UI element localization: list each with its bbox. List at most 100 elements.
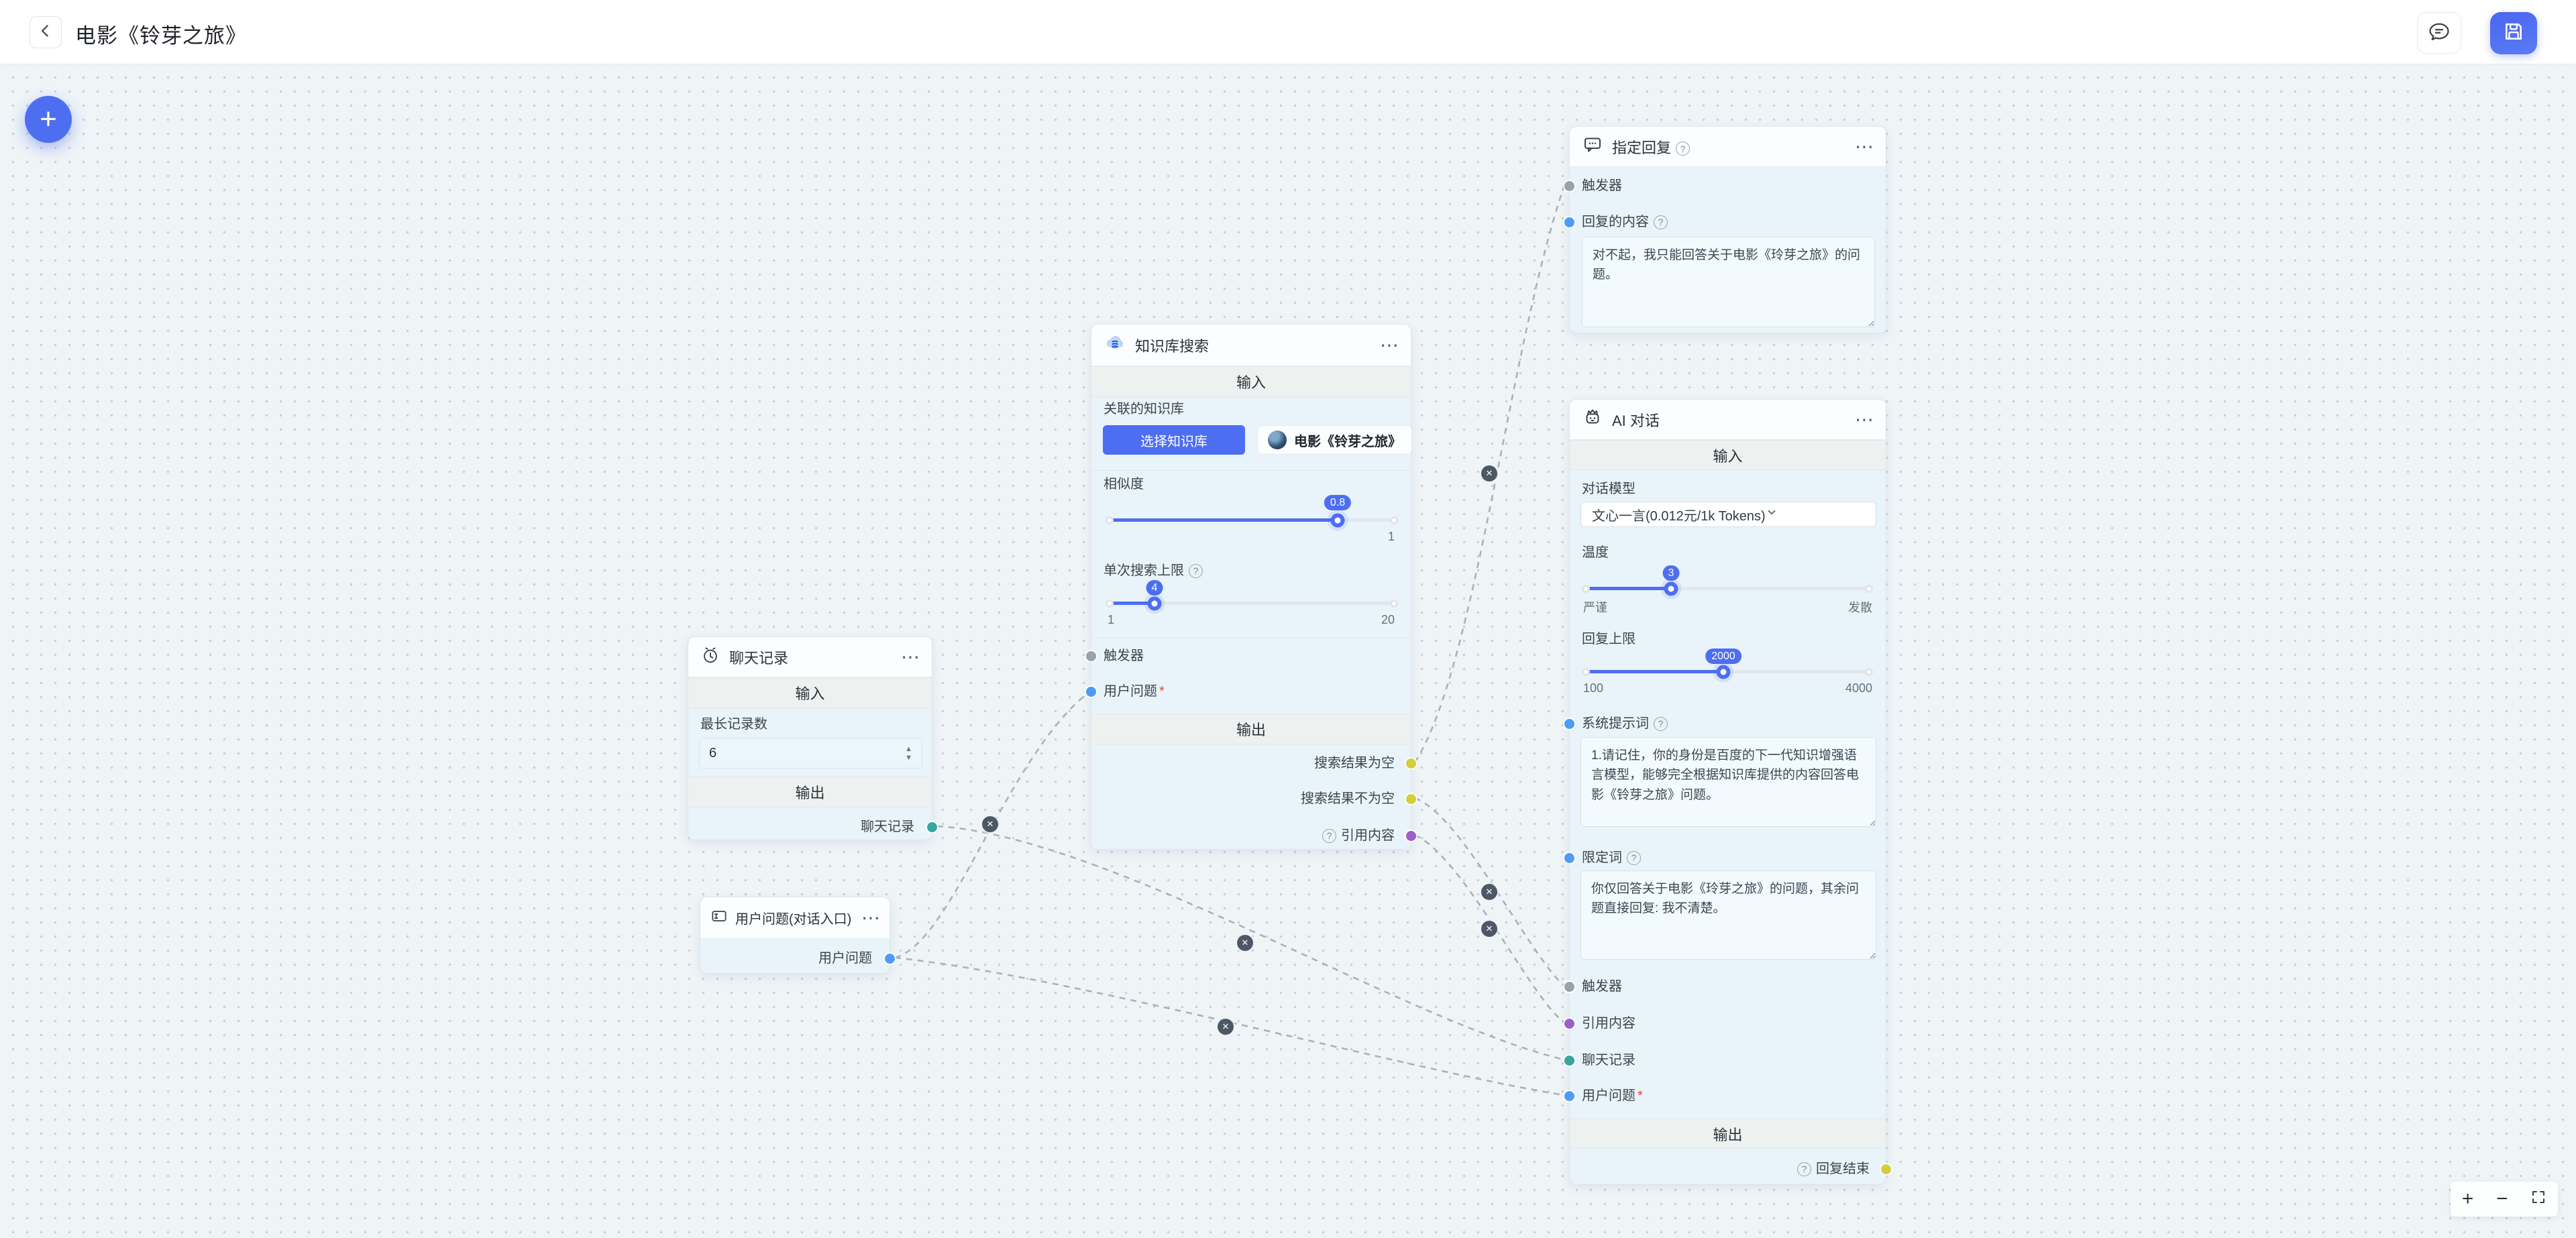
system-prompt-label: 系统提示词? bbox=[1582, 714, 1668, 733]
kb-chip[interactable]: 电影《铃芽之旅》 bbox=[1257, 425, 1412, 455]
port-result-not-empty-out[interactable] bbox=[1406, 794, 1416, 804]
node-title: 指定回复? bbox=[1612, 136, 1690, 158]
slider-end bbox=[1865, 585, 1873, 593]
node-chat-history[interactable]: 聊天记录 ⋯ 输入 最长记录数 6 ▲ ▼ 输出 聊天记录 bbox=[688, 636, 937, 840]
node-chat-history-header[interactable]: 聊天记录 ⋯ bbox=[688, 637, 932, 677]
plus-icon: + bbox=[40, 103, 57, 135]
edge-delete-button[interactable]: ✕ bbox=[1237, 935, 1253, 951]
node-user-question[interactable]: 用户问题(对话入口) ⋯ 用户问题 bbox=[700, 897, 895, 974]
more-menu-icon[interactable]: ⋯ bbox=[901, 646, 920, 667]
temperature-slider-track[interactable] bbox=[1586, 587, 1869, 590]
help-icon[interactable]: ? bbox=[1322, 828, 1336, 843]
flow-canvas[interactable]: ✕ ✕ ✕ ✕ ✕ ✕ + 聊天记录 ⋯ 输入 最长记录数 6 ▲ ▼ 输出 聊… bbox=[0, 64, 2576, 1238]
divider bbox=[1091, 470, 1411, 471]
zoom-out-button[interactable]: − bbox=[2496, 1188, 2508, 1210]
node-kb-search[interactable]: 知识库搜索 ⋯ 输入 关联的知识库 选择知识库 电影《铃芽之旅》 相似度 0.8… bbox=[1086, 324, 1416, 850]
input-section-header: 输入 bbox=[1570, 440, 1886, 470]
help-icon[interactable]: ? bbox=[1189, 563, 1203, 578]
port-system-prompt-in[interactable] bbox=[1564, 719, 1574, 729]
port-chat-history-in[interactable] bbox=[1564, 1056, 1574, 1066]
more-menu-icon[interactable]: ⋯ bbox=[1380, 334, 1399, 355]
port-result-empty-out[interactable] bbox=[1406, 758, 1416, 769]
temperature-min-label: 严谨 bbox=[1583, 601, 1607, 614]
port-qualifier-in[interactable] bbox=[1564, 853, 1574, 863]
temperature-max-label: 发散 bbox=[1848, 601, 1872, 614]
temperature-slider-handle[interactable] bbox=[1664, 581, 1678, 596]
save-button[interactable] bbox=[2490, 12, 2537, 54]
port-user-question-in[interactable] bbox=[1564, 1091, 1574, 1101]
input-section-header: 输入 bbox=[1091, 366, 1411, 397]
port-chat-history-out[interactable] bbox=[927, 822, 937, 832]
port-reply-end-out[interactable] bbox=[1881, 1164, 1891, 1174]
port-user-question-in[interactable] bbox=[1086, 687, 1096, 697]
reply-limit-value-badge: 2000 bbox=[1705, 649, 1741, 664]
max-records-value: 6 bbox=[709, 745, 717, 761]
port-trigger-in[interactable] bbox=[1086, 651, 1096, 661]
search-limit-max-label: 20 bbox=[1381, 613, 1395, 626]
max-records-input[interactable]: 6 ▲ ▼ bbox=[699, 738, 922, 769]
help-icon[interactable]: ? bbox=[1627, 850, 1641, 865]
user-question-port-label: 用户问题* bbox=[1104, 684, 1165, 699]
more-menu-icon[interactable]: ⋯ bbox=[1855, 408, 1874, 430]
search-limit-slider-handle[interactable] bbox=[1147, 596, 1162, 611]
edge-delete-button[interactable]: ✕ bbox=[1218, 1019, 1234, 1035]
trigger-port-label: 触发器 bbox=[1582, 979, 1622, 994]
number-stepper[interactable]: ▲ ▼ bbox=[905, 744, 912, 762]
edge-delete-button[interactable]: ✕ bbox=[1481, 921, 1497, 937]
node-user-question-header[interactable]: 用户问题(对话入口) ⋯ bbox=[700, 897, 890, 939]
node-ai-chat[interactable]: AI 对话 ⋯ 输入 对话模型 文心一言(0.012元/1k Tokens) 温… bbox=[1564, 399, 1891, 1184]
add-node-button[interactable]: + bbox=[25, 96, 72, 143]
node-title: AI 对话 bbox=[1612, 412, 1660, 429]
output-section-header: 输出 bbox=[688, 777, 932, 807]
node-ai-chat-header[interactable]: AI 对话 ⋯ bbox=[1570, 400, 1886, 440]
port-ref-content-out[interactable] bbox=[1406, 831, 1416, 841]
port-user-question-out[interactable] bbox=[885, 954, 895, 964]
close-icon: ✕ bbox=[1485, 923, 1493, 934]
zoom-in-button[interactable]: + bbox=[2461, 1188, 2474, 1210]
page-title: 电影《铃芽之旅》 bbox=[75, 24, 247, 48]
output-port-label: 聊天记录 bbox=[861, 820, 914, 834]
similarity-max-label: 1 bbox=[1387, 530, 1395, 543]
edge-delete-button[interactable]: ✕ bbox=[1481, 465, 1497, 482]
preview-chat-button[interactable] bbox=[2417, 12, 2461, 54]
node-fixed-reply[interactable]: 指定回复? ⋯ 触发器 回复的内容? 对不起，我只能回答关于电影《玲芽之旅》的问… bbox=[1564, 126, 1886, 333]
stepper-up-icon[interactable]: ▲ bbox=[905, 744, 912, 753]
node-title: 聊天记录 bbox=[729, 649, 789, 667]
model-select-value: 文心一言(0.012元/1k Tokens) bbox=[1592, 508, 1766, 524]
output-section-header: 输出 bbox=[1091, 714, 1411, 744]
reply-limit-slider-handle[interactable] bbox=[1716, 665, 1731, 679]
search-limit-slider-track[interactable] bbox=[1110, 602, 1394, 605]
select-kb-button[interactable]: 选择知识库 bbox=[1103, 425, 1245, 455]
port-trigger-in[interactable] bbox=[1564, 982, 1574, 992]
port-ref-content-in[interactable] bbox=[1564, 1019, 1574, 1029]
model-label: 对话模型 bbox=[1582, 482, 1635, 496]
close-icon: ✕ bbox=[1241, 938, 1249, 948]
node-kb-search-header[interactable]: 知识库搜索 ⋯ bbox=[1091, 325, 1411, 366]
out-empty-label: 搜索结果为空 bbox=[1314, 756, 1395, 771]
similarity-slider-handle[interactable] bbox=[1330, 513, 1345, 528]
more-menu-icon[interactable]: ⋯ bbox=[1855, 135, 1874, 157]
port-trigger-in[interactable] bbox=[1564, 181, 1574, 191]
help-icon[interactable]: ? bbox=[1797, 1162, 1811, 1176]
slider-end bbox=[1582, 585, 1590, 593]
edge-delete-button[interactable]: ✕ bbox=[982, 816, 998, 832]
trigger-port-label: 触发器 bbox=[1582, 178, 1622, 193]
fit-view-button[interactable] bbox=[2530, 1189, 2546, 1209]
qualifier-textarea[interactable]: 你仅回答关于电影《玲芽之旅》的问题，其余问题直接回复: 我不清楚。 bbox=[1580, 870, 1876, 960]
system-prompt-textarea[interactable]: 1.请记住，你的身份是百度的下一代知识增强语言模型，能够完全根据知识库提供的内容… bbox=[1580, 737, 1876, 827]
help-icon[interactable]: ? bbox=[1654, 716, 1668, 731]
stepper-down-icon[interactable]: ▼ bbox=[905, 753, 912, 762]
node-fixed-reply-header[interactable]: 指定回复? ⋯ bbox=[1570, 127, 1886, 167]
port-reply-content-in[interactable] bbox=[1564, 217, 1574, 227]
back-button[interactable] bbox=[30, 16, 62, 48]
temperature-slider-fill bbox=[1586, 587, 1671, 590]
edge-delete-button[interactable]: ✕ bbox=[1481, 884, 1497, 900]
chevron-down-icon bbox=[1766, 506, 1778, 522]
slider-end bbox=[1390, 600, 1398, 608]
help-icon[interactable]: ? bbox=[1654, 215, 1668, 229]
close-icon: ✕ bbox=[1485, 468, 1493, 478]
more-menu-icon[interactable]: ⋯ bbox=[861, 907, 880, 928]
help-icon[interactable]: ? bbox=[1676, 142, 1690, 156]
model-select[interactable]: 文心一言(0.012元/1k Tokens) bbox=[1580, 502, 1876, 527]
reply-content-textarea[interactable]: 对不起，我只能回答关于电影《玲芽之旅》的问题。 bbox=[1582, 237, 1875, 327]
